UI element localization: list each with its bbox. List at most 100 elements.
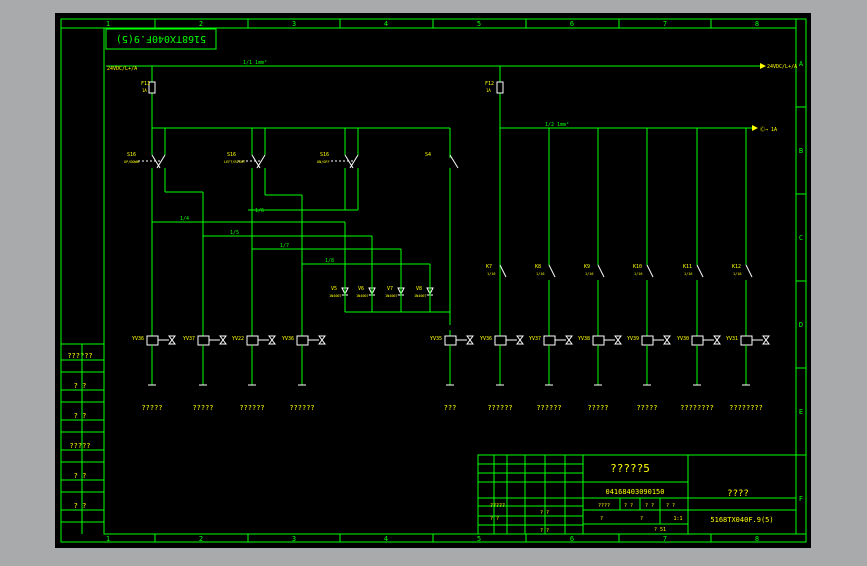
relay-contact[interactable]: K71/16: [486, 264, 507, 330]
switch[interactable]: S4: [425, 152, 459, 175]
left-panel-label: ? ?: [74, 502, 87, 510]
rotated-title: 5168TX040F.9(5): [116, 33, 206, 44]
relay-sub: 1/16: [733, 272, 741, 276]
title-block-cell: ? ?: [540, 510, 549, 516]
row-marker: D: [799, 321, 803, 329]
valve-label: ?????: [587, 404, 608, 412]
column-marker: 5: [477, 20, 481, 28]
relay-name: K9: [584, 264, 590, 270]
valve-label: ??????: [239, 404, 264, 412]
diode-type: 1N4007: [385, 294, 398, 298]
solenoid-valve[interactable]: YV30????????: [677, 330, 721, 412]
wire-tag: 1/4: [180, 216, 189, 222]
switch-desc: UP/DOWN: [124, 160, 139, 164]
relay-sub: 1/16: [634, 272, 642, 276]
valve-label: ?????: [192, 404, 213, 412]
wire-tags: 1/41/51/61/71/8: [180, 208, 334, 264]
solenoid-valve[interactable]: YV37?????: [183, 330, 227, 412]
column-marker: 7: [663, 20, 667, 28]
switch-desc: LEFT/RIGHT: [224, 160, 246, 164]
diode[interactable]: V7 1N4007: [385, 285, 405, 300]
solenoid-valve[interactable]: YV22??????: [232, 330, 276, 412]
valve-name: YV35: [430, 336, 442, 342]
valve-name: YV38: [578, 336, 590, 342]
relay-sub: 1/16: [585, 272, 593, 276]
valve-name: YV31: [726, 336, 738, 342]
switch-name: S16: [227, 152, 236, 158]
column-marker: 1: [106, 20, 110, 28]
valve-label: ????????: [729, 404, 763, 412]
valve-label: ?????: [636, 404, 657, 412]
title-block-cell: ?: [640, 516, 643, 522]
fuse-rating: 1A: [142, 88, 147, 93]
title-block-cell: ?: [600, 516, 603, 522]
switch-desc: ON/OFF: [317, 160, 330, 164]
valve-label: ????????: [680, 404, 714, 412]
solenoid-valve[interactable]: YV31????????: [726, 330, 770, 412]
wire-tag: 1/5: [230, 230, 239, 236]
fuse-f11[interactable]: F11 1A: [141, 66, 156, 128]
solenoid-valve[interactable]: YV37??????: [529, 330, 573, 412]
column-marker: 2: [199, 20, 203, 28]
wire-tag: 1/7: [280, 243, 289, 249]
valve-label: ??????: [536, 404, 561, 412]
relay-sub: 1/16: [536, 272, 544, 276]
solenoid-valve[interactable]: YV38?????: [578, 330, 622, 412]
diode-name: V7: [387, 286, 393, 292]
relay-contact[interactable]: K9 1/16: [584, 128, 605, 330]
valve-name: YV36: [480, 336, 492, 342]
diode-name: V5: [331, 286, 337, 292]
diode[interactable]: V8 1N4007: [414, 285, 434, 300]
switch-name: S4: [425, 152, 431, 158]
left-panel-label: ? ?: [74, 382, 87, 390]
valve-name: YV39: [627, 336, 639, 342]
valve-name: YV37: [529, 336, 541, 342]
bus-left-label: 24VDC/L+/A: [107, 66, 137, 72]
solenoid-valve[interactable]: YV35???: [430, 330, 474, 412]
valve-name: YV30: [677, 336, 689, 342]
column-marker: 4: [384, 20, 388, 28]
diode-type: 1N4007: [414, 294, 427, 298]
diode-type: 1N4007: [356, 294, 369, 298]
title-block-cell: ????: [598, 503, 610, 509]
title-block-cell: ?????: [490, 503, 505, 509]
row-marker: F: [799, 495, 803, 503]
switch-name: S16: [320, 152, 329, 158]
top-bus: 24VDC/L+/A 1/1 1mm² 24VDC/L+/A: [106, 60, 797, 72]
column-marker: 8: [755, 20, 759, 28]
row-marker: A: [799, 60, 804, 68]
diode-name: V8: [416, 286, 422, 292]
title-block-cell: ? ?: [645, 503, 654, 509]
valve-name: YV36: [132, 336, 144, 342]
solenoid-valve[interactable]: YV36?????: [132, 330, 176, 412]
valve-name: YV37: [183, 336, 195, 342]
valve-group: YV36?????YV37?????YV22??????YV36??????YV…: [132, 330, 770, 412]
solenoid-valve[interactable]: YV36??????: [282, 330, 326, 412]
solenoid-valve[interactable]: YV39?????: [627, 330, 671, 412]
row-marker: B: [799, 147, 803, 155]
column-marker: 8: [755, 535, 759, 543]
relay-contact[interactable]: K81/16: [535, 128, 556, 330]
drawing-name: ?????5: [610, 462, 650, 475]
wire-tag: 1/6: [255, 208, 264, 214]
fuse-rating: 1A: [486, 88, 491, 93]
right-bus-wire-label: 1/2 1mm²: [545, 122, 569, 128]
row-marker: C: [799, 234, 803, 242]
relay-sub: 1/16: [487, 272, 495, 276]
solenoid-valve[interactable]: YV36??????: [480, 330, 524, 412]
fuse-f12[interactable]: F12 1A: [485, 66, 504, 128]
